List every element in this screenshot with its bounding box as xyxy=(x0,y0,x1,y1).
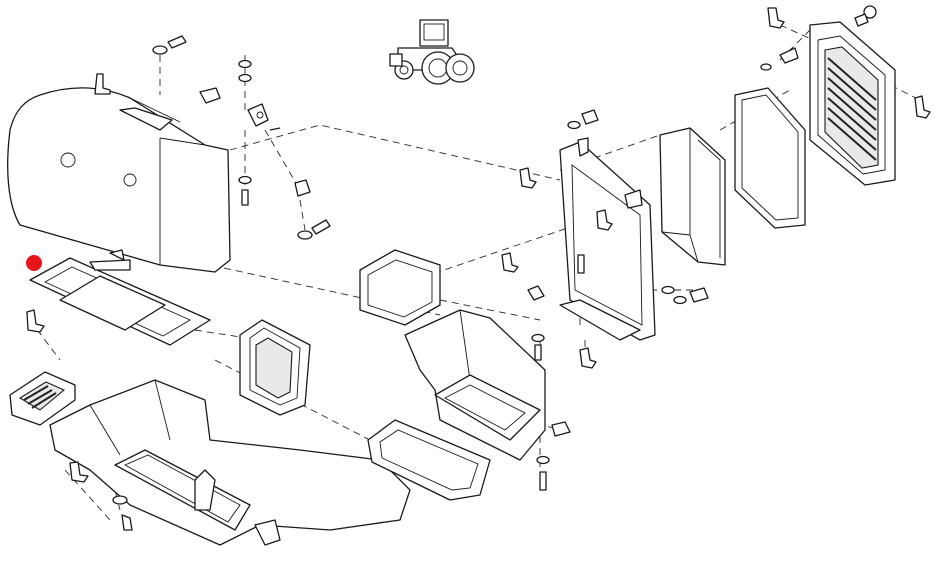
elbow-hardware xyxy=(527,285,571,491)
bottom-clips xyxy=(69,461,133,531)
grille-hardware xyxy=(760,5,931,119)
filter-frame-panel xyxy=(734,87,806,229)
intake-grille-housing xyxy=(809,21,896,186)
hardware-bolts xyxy=(152,35,331,240)
center-seal xyxy=(239,319,311,416)
small-clip-left xyxy=(26,309,45,333)
cover-clip xyxy=(94,73,111,95)
cabin-filter-element xyxy=(659,127,726,266)
tractor-icon xyxy=(389,19,475,85)
lower-air-duct xyxy=(49,379,411,546)
filter-bracket xyxy=(559,137,656,341)
bracket-hardware xyxy=(501,109,709,369)
elbow-duct xyxy=(404,309,546,461)
housing-cover xyxy=(7,87,231,273)
duct-seal-ring xyxy=(359,249,441,326)
frame-gasket xyxy=(29,249,211,346)
hotspot-marker[interactable] xyxy=(26,255,42,271)
left-grille-vent xyxy=(9,371,76,426)
lower-duct-seal xyxy=(367,419,491,501)
